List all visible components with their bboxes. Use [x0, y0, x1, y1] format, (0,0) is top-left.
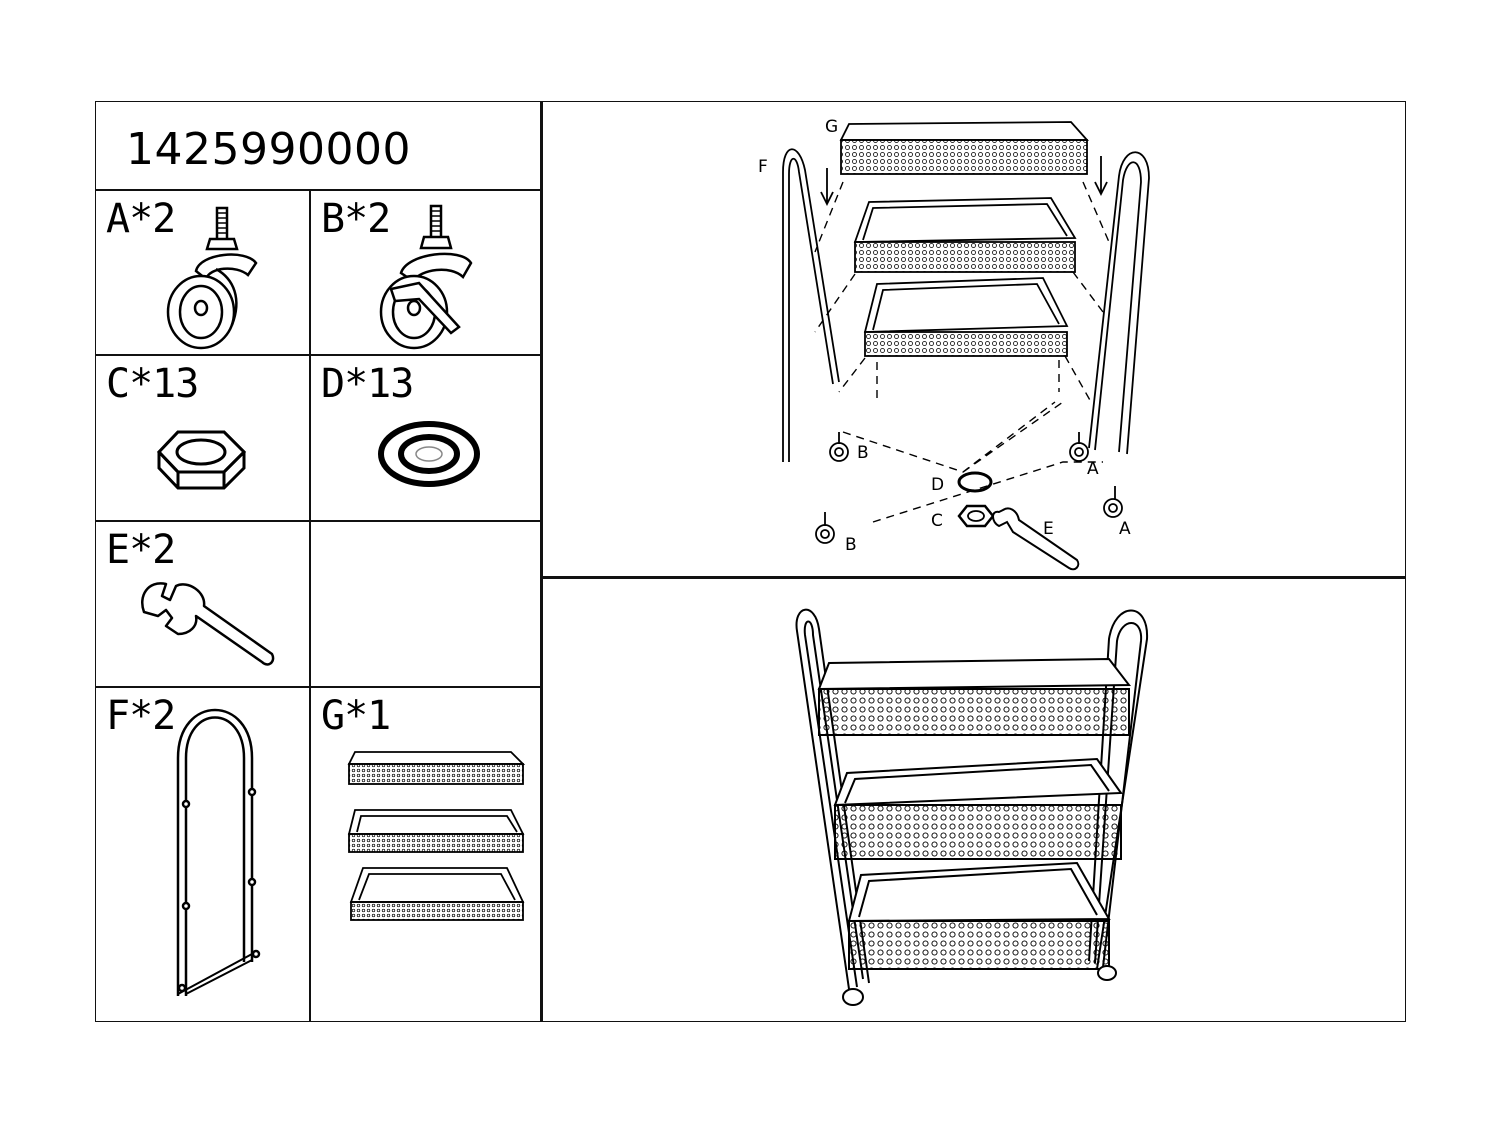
callout-a-bottom: A [1119, 519, 1131, 539]
divider-h2 [96, 354, 542, 356]
part-label-f: F*2 [106, 693, 176, 739]
divider-right-h [542, 576, 1405, 579]
part-label-e: E*2 [106, 527, 176, 573]
part-cell-d: D*13 [311, 356, 540, 520]
part-label-b: B*2 [321, 196, 391, 242]
part-label-c: C*13 [106, 361, 199, 407]
locking-caster-wheel-icon [379, 204, 473, 350]
divider-vertical-parts [309, 190, 311, 1021]
part-cell-b: B*2 [311, 191, 540, 354]
assembled-view-panel [543, 579, 1405, 1021]
divider-h1 [96, 189, 542, 191]
part-label-d: D*13 [321, 361, 414, 407]
callout-c: C [931, 511, 943, 531]
part-label-g: G*1 [321, 693, 391, 739]
part-cell-c: C*13 [96, 356, 309, 520]
divider-h3 [96, 520, 542, 522]
exploded-view-panel: G F B A D C E B A [543, 102, 1405, 576]
callout-f: F [758, 157, 768, 177]
caster-wheel-icon [166, 206, 258, 350]
assembled-cart-icon [795, 608, 1149, 1006]
washer-icon [378, 421, 480, 487]
callout-b-top: B [857, 443, 869, 463]
wrench-icon [141, 582, 275, 666]
side-frame-icon [176, 708, 261, 996]
callout-b-bottom: B [845, 535, 857, 555]
exploded-assembly-diagram: G F B A D C E B A [758, 117, 1150, 571]
instruction-sheet: 1425990000 A*2 B*2 [95, 101, 1406, 1022]
part-cell-f: F*2 [96, 688, 309, 1021]
part-cell-g: G*1 [311, 688, 540, 1021]
part-label-a: A*2 [106, 196, 176, 242]
part-cell-e: E*2 [96, 522, 309, 686]
callout-a-top: A [1087, 459, 1099, 479]
empty-cell [311, 522, 540, 686]
callout-g: G [825, 117, 838, 137]
model-number: 1425990000 [126, 124, 411, 175]
divider-h4 [96, 686, 542, 688]
part-cell-a: A*2 [96, 191, 309, 354]
basket-set-icon [347, 751, 526, 921]
divider-vertical-main [540, 102, 543, 1021]
hex-nut-icon [156, 430, 247, 490]
callout-d: D [931, 475, 944, 495]
callout-e: E [1043, 519, 1054, 539]
